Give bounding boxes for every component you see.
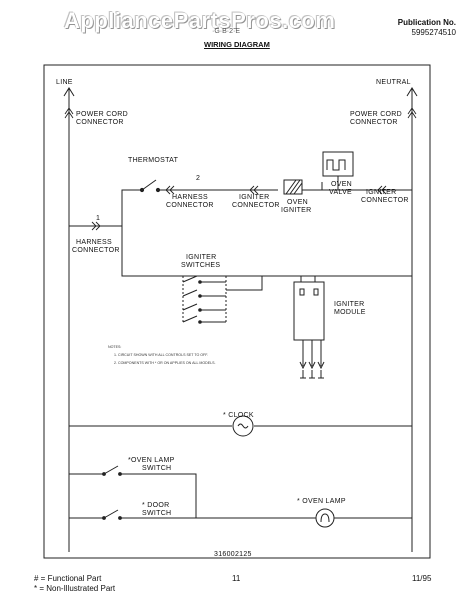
note-1: 1. CIRCUIT SHOWN WITH ALL CONTROLS SET T… bbox=[114, 353, 208, 357]
thermostat-label: THERMOSTAT bbox=[128, 157, 179, 164]
electrode-arrows-icon bbox=[299, 361, 325, 370]
igniter-connector-label-2: CONNECTOR bbox=[232, 202, 280, 209]
thermostat-switch-icon bbox=[141, 179, 157, 191]
oven-igniter-label: OVEN bbox=[287, 199, 308, 206]
door-switch-label-2: SWITCH bbox=[142, 510, 171, 517]
legend-non-illustrated-part: * = Non-Illustrated Part bbox=[34, 584, 116, 593]
power-cord-right-label: POWER CORD bbox=[350, 111, 402, 118]
igniter-bus-wire bbox=[121, 226, 412, 277]
clock-label: * CLOCK bbox=[223, 412, 254, 419]
power-cord-left-label: POWER CORD bbox=[76, 111, 128, 118]
oven-lamp-switch-label-2: SWITCH bbox=[142, 465, 171, 472]
power-cord-right-label-2: CONNECTOR bbox=[350, 119, 398, 126]
oven-lamp-switch-label: *OVEN LAMP bbox=[128, 457, 175, 464]
line-label: LINE bbox=[56, 79, 73, 86]
note-2: 2. COMPONENTS WITH * OR ON APPLIES ON AL… bbox=[114, 361, 216, 365]
diagram-frame bbox=[43, 64, 431, 559]
oven-lamp-label: * OVEN LAMP bbox=[297, 498, 346, 505]
igniter-module-label-2: MODULE bbox=[334, 309, 366, 316]
harness-top-label: HARNESS bbox=[172, 194, 208, 201]
notes-title: NOTES: bbox=[108, 345, 121, 349]
igniter-connector-right-label: IGNITER bbox=[366, 189, 397, 196]
harness-branch-wire bbox=[69, 189, 142, 227]
oven-lamp-icon bbox=[315, 508, 335, 528]
publication-label: Publication No. bbox=[397, 18, 456, 27]
igniter-switches-label-2: SWITCHES bbox=[181, 262, 220, 269]
part-number: 316002125 bbox=[214, 551, 252, 558]
diagram-title: WIRING DIAGRAM bbox=[204, 40, 270, 49]
harness-left-label: HARNESS bbox=[76, 239, 112, 246]
oven-lamp-switch-icon bbox=[103, 465, 119, 475]
revision-date: 11/95 bbox=[412, 574, 432, 583]
oven-valve-label: OVEN bbox=[331, 181, 352, 188]
model-code: ·G·B·2·E bbox=[212, 28, 240, 35]
clock-icon bbox=[232, 415, 254, 437]
igniter-connector-label: IGNITER bbox=[239, 194, 270, 201]
connector-chevron-icons bbox=[64, 107, 417, 231]
harness-top-label-2: CONNECTOR bbox=[166, 202, 214, 209]
igniter-switch-icon bbox=[182, 275, 198, 323]
harness-top-pin: 2 bbox=[196, 175, 200, 182]
igniter-module-label: IGNITER bbox=[334, 301, 365, 308]
harness-left-label-2: CONNECTOR bbox=[72, 247, 120, 254]
publication-number: 5995274510 bbox=[411, 28, 457, 37]
harness-left-pin: 1 bbox=[96, 215, 100, 222]
igniter-connector-right-label-2: CONNECTOR bbox=[361, 197, 409, 204]
page-number: 11 bbox=[232, 574, 241, 583]
door-switch-icon bbox=[103, 509, 119, 519]
power-cord-left-label-2: CONNECTOR bbox=[76, 119, 124, 126]
oven-igniter-label-2: IGNITER bbox=[281, 207, 312, 214]
oven-valve-label-2: VALVE bbox=[329, 189, 352, 196]
watermark-logo: AppliancePartsPros.com bbox=[64, 8, 336, 33]
door-switch-label: * DOOR bbox=[142, 502, 169, 509]
line-arrow-icon bbox=[63, 87, 75, 97]
legend-functional-part: # = Functional Part bbox=[34, 574, 102, 583]
igniter-switches-label: IGNITER bbox=[186, 254, 217, 261]
igniter-module-icon bbox=[293, 281, 325, 341]
neutral-label: NEUTRAL bbox=[376, 79, 411, 86]
neutral-arrow-icon bbox=[406, 87, 418, 97]
